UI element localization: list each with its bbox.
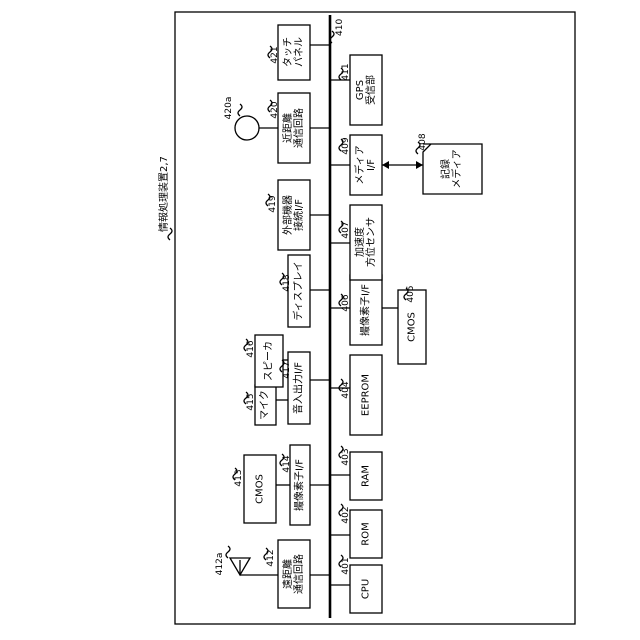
antenna-icon <box>230 558 250 575</box>
block-label-line: スピーカ <box>263 341 275 381</box>
block-label-line: 撮像素子I/F <box>293 459 306 511</box>
ref-410: 410 <box>335 19 345 36</box>
eeprom-block: EEPROM <box>350 355 382 435</box>
ref-408: 408 <box>418 133 428 150</box>
ext-device-if-block: 外部機器接続I/F <box>278 180 310 250</box>
ref-418: 418 <box>282 274 292 291</box>
block-label-line: マイク <box>259 390 271 420</box>
block-label-line: CPU <box>361 579 372 599</box>
ref-414: 414 <box>282 455 292 472</box>
ref-407: 407 <box>341 221 351 238</box>
block-label-line: タッチ <box>282 37 294 67</box>
ref-420a: 420a <box>224 97 234 120</box>
block-label-line: パネル <box>293 37 305 67</box>
block-label-line: 加速度 <box>353 227 366 257</box>
ref-421: 421 <box>270 46 280 63</box>
block-label-line: 外部機器 <box>281 195 294 235</box>
block-label-line: 方位センサ <box>364 217 377 267</box>
media-if-block: メディアI/F <box>350 135 382 195</box>
accel-sensor-block: 加速度方位センサ <box>350 205 382 280</box>
cpu-block: CPU <box>350 565 382 613</box>
media-arrow-icon <box>382 161 423 169</box>
cmos-upper-block: CMOS <box>244 455 276 523</box>
gps-block: GPS受信部 <box>350 55 382 125</box>
ref-416: 416 <box>246 340 256 357</box>
block-label-line: CMOS <box>407 312 418 342</box>
ref-403: 403 <box>341 448 351 465</box>
block-label-line: GPS <box>355 80 366 100</box>
block-label-line: 接続I/F <box>292 199 305 231</box>
far-comm-block: 遠距離通信回路 <box>278 540 310 608</box>
block-label-line: 受信部 <box>364 75 377 105</box>
block-label-line: 遠距離 <box>281 559 294 589</box>
block-label-line: メディア <box>450 149 463 188</box>
block-label-line: 音入出力I/F <box>292 362 305 414</box>
block-label-line: 通信回路 <box>292 108 305 148</box>
block-label-line: 近距離 <box>281 113 294 143</box>
ref-412a: 412a <box>215 553 225 576</box>
ref-420: 420 <box>270 101 280 118</box>
block-label-line: メディア <box>353 145 366 184</box>
device-label: 情報処理装置2,7 <box>157 156 170 232</box>
ram-block: RAM <box>350 452 382 500</box>
block-label-line: ROM <box>361 522 372 545</box>
ref-412: 412 <box>266 549 276 566</box>
ref-415: 415 <box>246 393 256 410</box>
block-label-line: I/F <box>366 159 377 171</box>
imaging-if-upper-block: 撮像素子I/F <box>290 445 310 525</box>
ref-417: 417 <box>282 361 292 378</box>
block-label-line: EEPROM <box>361 374 372 416</box>
block-label-line: RAM <box>361 465 372 487</box>
speaker-block: スピーカ <box>255 335 283 387</box>
loop-antenna-icon <box>235 116 259 140</box>
ref-401: 401 <box>341 557 351 574</box>
imaging-if-lower-block: 撮像素子I/F <box>350 275 382 345</box>
mic-block: マイク <box>255 385 276 425</box>
ref-411: 411 <box>341 63 351 80</box>
ref-404: 404 <box>341 381 351 398</box>
block-label-line: 通信回路 <box>292 554 305 594</box>
block-label-line: 撮像素子I/F <box>359 284 372 336</box>
ref-419: 419 <box>268 195 278 212</box>
block-label-line: ディスプレイ <box>292 261 305 320</box>
touch-panel-block: タッチパネル <box>278 25 310 80</box>
near-comm-block: 近距離通信回路 <box>278 93 310 163</box>
ref-413: 413 <box>234 469 244 486</box>
ref-402: 402 <box>341 506 351 523</box>
block-label-line: 記録 <box>439 159 452 179</box>
ref-409: 409 <box>341 137 351 154</box>
ref-405: 405 <box>406 285 416 302</box>
rom-block: ROM <box>350 510 382 558</box>
block-label-line: CMOS <box>255 474 266 504</box>
recording-media-block: 記録メディア <box>423 144 482 194</box>
ref-406: 406 <box>341 294 351 311</box>
